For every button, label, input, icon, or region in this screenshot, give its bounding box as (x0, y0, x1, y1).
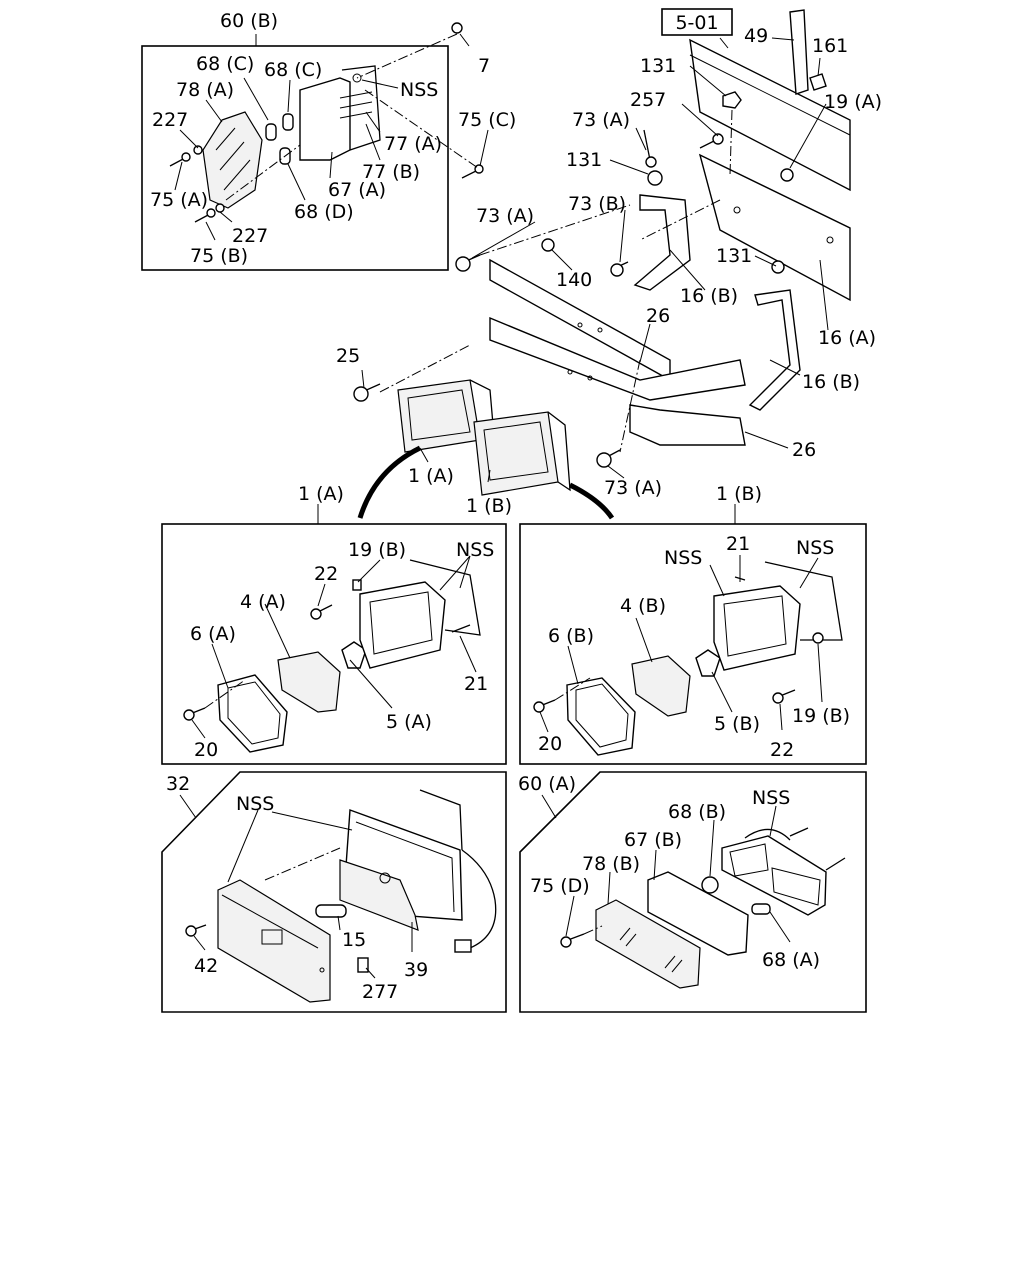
label-1a: 1 (A) (298, 483, 344, 505)
panel-1b (519, 504, 867, 765)
plate-49 (789, 9, 809, 95)
label-131: 131 (566, 149, 602, 171)
ref-box-label: 5-01 (675, 12, 718, 34)
housing-left (359, 581, 446, 669)
label-68b: 68 (B) (668, 801, 726, 823)
panel-1a (161, 504, 507, 765)
label-49: 49 (744, 25, 768, 47)
label-4a: 4 (A) (240, 591, 286, 613)
housing-60a (721, 835, 827, 916)
label-75c: 75 (C) (458, 109, 516, 131)
part-labels: 60 (B) 7 NSS 68 (C) 68 (C) 78 (A) 227 77… (150, 10, 882, 1003)
label-22: 22 (314, 563, 338, 585)
label-161: 161 (812, 35, 848, 57)
label-26: 26 (646, 305, 670, 327)
label-68c: 68 (C) (196, 53, 254, 75)
label-19b: 19 (B) (348, 539, 406, 561)
headlamp-1a (397, 379, 481, 453)
bracket-16b-upper (633, 194, 691, 291)
label-140: 140 (556, 269, 592, 291)
lens-78a (202, 111, 263, 209)
label-nss: NSS (236, 793, 274, 815)
label-77a: 77 (A) (384, 133, 442, 155)
label-nss: NSS (752, 787, 790, 809)
label-78a: 78 (A) (176, 79, 234, 101)
label-16b: 16 (B) (680, 285, 738, 307)
leader-lines (174, 33, 829, 979)
label-25: 25 (336, 345, 360, 367)
label-nss: NSS (456, 539, 494, 561)
label-60b: 60 (B) (220, 10, 278, 32)
bracket-16a (698, 153, 851, 302)
reflector-4b (631, 655, 691, 717)
label-1a: 1 (A) (408, 465, 454, 487)
bracket-67a (299, 77, 351, 161)
label-5b: 5 (B) (714, 713, 760, 735)
label-75d: 75 (D) (530, 875, 590, 897)
label-68a: 68 (A) (762, 949, 820, 971)
label-20: 20 (194, 739, 218, 761)
label-67a: 67 (A) (328, 179, 386, 201)
bracket-26-lower (629, 404, 746, 446)
label-nss: NSS (400, 79, 438, 101)
label-5a: 5 (A) (386, 711, 432, 733)
label-nss: NSS (664, 547, 702, 569)
label-21: 21 (726, 533, 750, 555)
label-73b: 73 (B) (568, 193, 626, 215)
panel-32 (161, 771, 507, 1013)
label-1b: 1 (B) (716, 483, 762, 505)
label-73a: 73 (A) (604, 477, 662, 499)
label-257: 257 (630, 89, 666, 111)
gasket-67b (647, 871, 749, 956)
label-77b: 77 (B) (362, 161, 420, 183)
label-131: 131 (716, 245, 752, 267)
label-73a: 73 (A) (572, 109, 630, 131)
ref-box (661, 8, 733, 36)
label-7: 7 (478, 55, 490, 77)
label-60a: 60 (A) (518, 773, 576, 795)
label-6a: 6 (A) (190, 623, 236, 645)
label-131: 131 (640, 55, 676, 77)
label-75b: 75 (B) (190, 245, 248, 267)
lens-cover-32 (217, 879, 331, 1003)
label-1b: 1 (B) (466, 495, 512, 517)
label-32: 32 (166, 773, 190, 795)
label-15: 15 (342, 929, 366, 951)
label-227: 227 (232, 225, 268, 247)
label-78b: 78 (B) (582, 853, 640, 875)
label-75a: 75 (A) (150, 189, 208, 211)
label-227: 227 (152, 109, 188, 131)
label-22: 22 (770, 739, 794, 761)
label-73a: 73 (A) (476, 205, 534, 227)
label-nss: NSS (796, 537, 834, 559)
housing-right (713, 585, 801, 671)
label-16b: 16 (B) (802, 371, 860, 393)
label-16a: 16 (A) (818, 327, 876, 349)
label-42: 42 (194, 955, 218, 977)
label-68c: 68 (C) (264, 59, 322, 81)
frame-assembly (353, 9, 851, 520)
label-68d: 68 (D) (294, 201, 354, 223)
bracket-26-upper (489, 316, 746, 401)
label-67b: 67 (B) (624, 829, 682, 851)
label-20: 20 (538, 733, 562, 755)
label-6b: 6 (B) (548, 625, 594, 647)
reflector-4a (277, 651, 341, 713)
label-4b: 4 (B) (620, 595, 666, 617)
panel-60a (519, 771, 867, 1013)
label-21: 21 (464, 673, 488, 695)
label-39: 39 (404, 959, 428, 981)
lens-78b (595, 899, 701, 989)
label-277: 277 (362, 981, 398, 1003)
bracket-16b-lower (748, 289, 801, 411)
label-26: 26 (792, 439, 816, 461)
label-19a: 19 (A) (824, 91, 882, 113)
bezel-6a (217, 674, 288, 753)
panel-60b (141, 22, 484, 271)
label-19b: 19 (B) (792, 705, 850, 727)
bezel-6b (566, 677, 636, 756)
